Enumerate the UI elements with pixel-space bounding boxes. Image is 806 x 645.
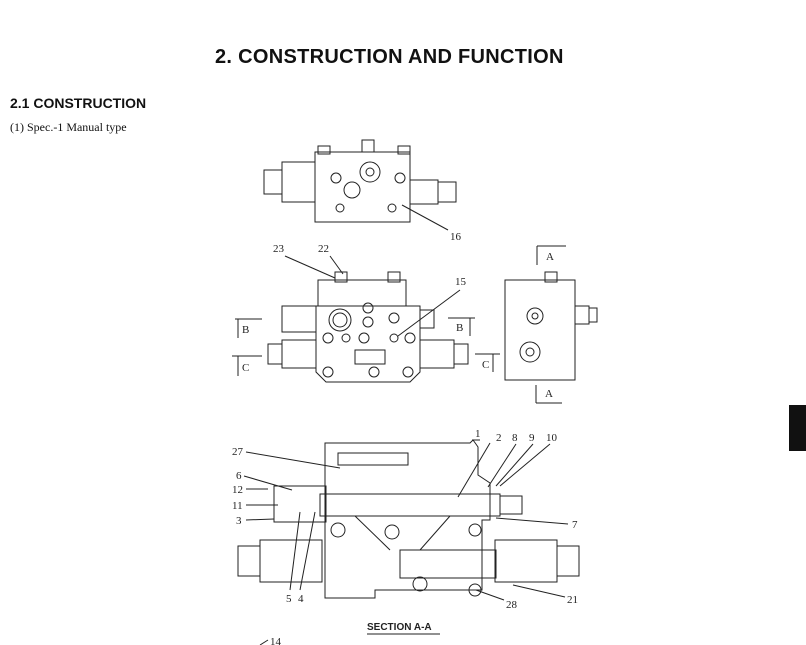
marker-a-bottom: A	[545, 388, 553, 400]
callout-1: 1	[475, 428, 481, 440]
page-index-tab	[789, 405, 806, 451]
callout-6: 6	[236, 470, 242, 482]
top-view: 16	[263, 139, 462, 243]
callout-9: 9	[529, 432, 535, 444]
callout-4: 4	[298, 593, 304, 605]
section-a-a-view: SECTION A-A 1 2 8 9 10 7 21 28 27 6 12 1…	[232, 428, 580, 645]
marker-b-right: B	[456, 322, 463, 334]
side-view: A A	[504, 245, 598, 404]
callout-23: 23	[273, 243, 285, 255]
callout-8: 8	[512, 432, 518, 444]
marker-c-right: C	[482, 359, 489, 371]
callout-14: 14	[270, 636, 282, 645]
section-title: 2.1 CONSTRUCTION	[10, 95, 147, 111]
section-caption: SECTION A-A	[367, 622, 432, 633]
callout-5: 5	[286, 593, 292, 605]
callout-2: 2	[496, 432, 502, 444]
marker-a-top: A	[546, 251, 554, 263]
callout-22: 22	[318, 243, 329, 255]
callout-3: 3	[236, 515, 242, 527]
front-view: 23 22 15 B C B C	[232, 243, 500, 383]
callout-7: 7	[572, 519, 578, 531]
callout-11: 11	[232, 500, 243, 512]
callout-12: 12	[232, 484, 243, 496]
callout-21: 21	[567, 594, 578, 606]
marker-c-left: C	[242, 362, 249, 374]
callout-16: 16	[450, 231, 462, 243]
callout-27: 27	[232, 446, 244, 458]
callout-28: 28	[506, 599, 518, 611]
callout-15: 15	[455, 276, 467, 288]
callout-10: 10	[546, 432, 558, 444]
page-heading: 2. CONSTRUCTION AND FUNCTION	[215, 46, 564, 68]
marker-b-left: B	[242, 324, 249, 336]
subsection-title: (1) Spec.-1 Manual type	[10, 120, 127, 134]
